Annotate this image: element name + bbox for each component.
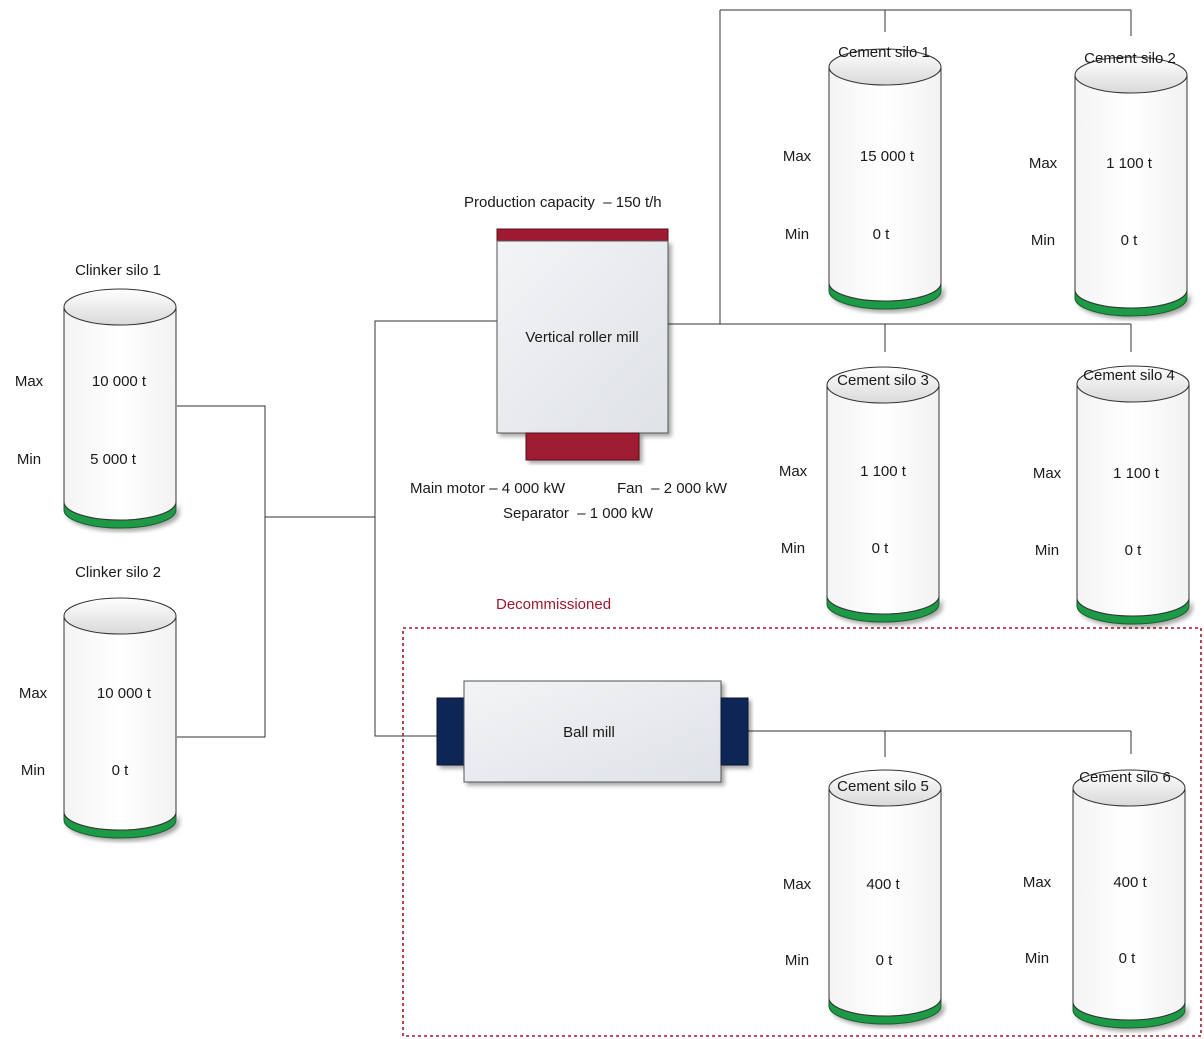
silo-min-label: Min [785, 226, 809, 243]
silo-max-label: Max [1029, 155, 1058, 172]
decommissioned-zone [402, 627, 1202, 1037]
connector-lines [177, 9, 1132, 757]
silo-max-label: Max [15, 373, 44, 390]
silo-min-label: Min [1031, 232, 1055, 249]
silo-body [1076, 383, 1190, 617]
silo-min-value: 0 t [1119, 950, 1137, 967]
silo-min-value: 0 t [1121, 232, 1139, 249]
clinker-silo-1: Clinker silo 1 Max 10 000 t Min 5 000 t [15, 262, 177, 529]
silo-top [1074, 56, 1188, 94]
cement-silo-2: Cement silo 2 Max 1 100 t Min 0 t [1029, 50, 1188, 317]
silo-min-label: Min [781, 540, 805, 557]
silo-min-value: 0 t [873, 226, 891, 243]
silo-title: Cement silo 6 [1079, 769, 1171, 786]
vrm-fan: Fan – 2 000 kW [617, 480, 728, 497]
silo-max-label: Max [1023, 874, 1052, 891]
silo-title: Clinker silo 1 [75, 262, 161, 279]
silo-top [828, 769, 942, 807]
silo-title: Cement silo 3 [837, 372, 929, 389]
vrm-separator: Separator – 1 000 kW [503, 505, 654, 522]
silo-body [63, 306, 177, 521]
silo-body [828, 66, 942, 302]
silo-top [63, 288, 177, 326]
silo-min-value: 5 000 t [90, 451, 137, 468]
connector-clinker-1 [177, 405, 266, 738]
silo-title: Cement silo 5 [837, 778, 929, 795]
decommissioned-label: Decommissioned [496, 596, 611, 613]
silo-min-value: 0 t [1125, 542, 1143, 559]
silo-max-value: 400 t [866, 876, 900, 893]
clinker-silo-2: Clinker silo 2 Max 10 000 t Min 0 t [19, 564, 177, 839]
ball-mill-label: Ball mill [563, 724, 615, 741]
cement-silo-3: Cement silo 3 Max 1 100 t Min 0 t [779, 366, 940, 623]
vrm-capacity: Production capacity – 150 t/h [464, 194, 662, 211]
silo-min-label: Min [21, 762, 45, 779]
silo-top [1072, 769, 1186, 807]
silo-max-value: 15 000 t [860, 148, 915, 165]
silo-body [828, 787, 942, 1017]
vrm-main-motor: Main motor – 4 000 kW [410, 480, 566, 497]
silo-title: Cement silo 1 [838, 44, 930, 61]
ball-mill-body [463, 680, 722, 783]
silo-max-value: 1 100 t [1113, 465, 1160, 482]
vertical-roller-mill: Production capacity – 150 t/h Vertical r… [410, 194, 728, 522]
silo-title: Cement silo 4 [1083, 367, 1175, 384]
vrm-label: Vertical roller mill [525, 329, 638, 346]
ball-mill-left-cap [436, 697, 465, 766]
silo-max-label: Max [779, 463, 808, 480]
silo-max-value: 1 100 t [860, 463, 907, 480]
silo-min-label: Min [17, 451, 41, 468]
silo-top [63, 597, 177, 635]
silo-max-label: Max [783, 876, 812, 893]
silo-top [828, 48, 942, 86]
ball-mill: Ball mill [436, 680, 749, 783]
cement-silo-1: Cement silo 1 Max 15 000 t Min 0 t [783, 44, 942, 310]
silo-body [826, 384, 940, 615]
silo-min-value: 0 t [112, 762, 130, 779]
vrm-top-band [496, 228, 669, 242]
ball-mill-right-cap [720, 697, 749, 766]
silo-title: Clinker silo 2 [75, 564, 161, 581]
silo-min-value: 0 t [876, 952, 894, 969]
silo-body [1072, 787, 1186, 1021]
vrm-motor-base [525, 432, 640, 461]
silo-max-value: 400 t [1113, 874, 1147, 891]
silo-min-label: Min [785, 952, 809, 969]
cement-silo-4: Cement silo 4 Max 1 100 t Min 0 t [1033, 365, 1190, 625]
silo-title: Cement silo 2 [1084, 50, 1176, 67]
silo-min-value: 0 t [872, 540, 890, 557]
vrm-body [496, 240, 669, 434]
silo-max-value: 10 000 t [97, 685, 152, 702]
silo-top [1076, 365, 1190, 403]
silo-max-value: 1 100 t [1106, 155, 1153, 172]
silo-body [1074, 74, 1188, 309]
silo-max-label: Max [19, 685, 48, 702]
cement-silo-6: Cement silo 6 Max 400 t Min 0 t [1023, 769, 1186, 1029]
cement-silo-5: Cement silo 5 Max 400 t Min 0 t [783, 769, 942, 1025]
connector-to-mills [374, 320, 498, 737]
silo-top [826, 366, 940, 404]
silo-min-label: Min [1025, 950, 1049, 967]
silo-max-value: 10 000 t [92, 373, 147, 390]
silo-min-label: Min [1035, 542, 1059, 559]
silo-max-label: Max [783, 148, 812, 165]
silo-max-label: Max [1033, 465, 1062, 482]
silo-body [63, 615, 177, 831]
